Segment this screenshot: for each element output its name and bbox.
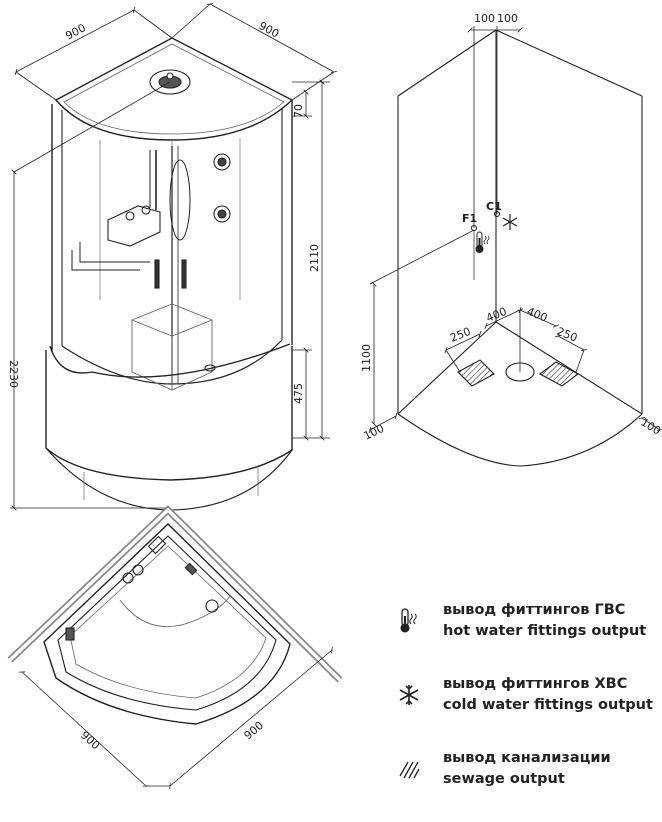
legend-hot-en: hot water fittings output: [443, 623, 647, 639]
dim-sewage-width-right: 250: [555, 325, 579, 345]
dim-roof-height: 70: [292, 104, 305, 118]
wall-corner-view: [397, 29, 643, 467]
snowflake-icon: [502, 214, 518, 230]
legend-sewage-ru: вывод канализации: [443, 750, 611, 766]
snowflake-icon: [399, 685, 419, 705]
wall-dimensions: [370, 26, 660, 430]
legend-item-sewage: вывод канализации sewage output: [398, 748, 660, 794]
legend-cold-en: cold water fittings output: [443, 697, 653, 713]
dim-fitting-height: 1100: [360, 344, 373, 372]
dim-wall-offset-2: 100: [497, 12, 518, 25]
dim-drain-offset-left: 400: [484, 305, 508, 325]
thermometer-icon: [475, 231, 490, 253]
dim-top-width-right: 900: [257, 19, 282, 40]
dim-sewage-width-left: 250: [448, 325, 472, 345]
legend: вывод фиттингов ГВС hot water fittings o…: [398, 600, 660, 822]
legend-cold-ru: вывод фиттингов ХВС: [443, 676, 628, 692]
thermometer-icon: [400, 608, 417, 633]
fitting-hot-label: F1: [462, 212, 477, 225]
technical-drawing: 900 900 2230 2110 70 475: [7, 0, 662, 800]
cabin-dimensions: [10, 4, 334, 508]
legend-item-hot: вывод фиттингов ГВС hot water fittings o…: [398, 600, 660, 646]
dim-tray-height: 475: [292, 383, 305, 404]
cabin-view: [45, 37, 294, 511]
dim-total-height: 2230: [7, 360, 20, 388]
dim-floor-offset-right: 100: [638, 416, 662, 438]
dim-wall-offset-1: 100: [474, 12, 495, 25]
dim-plan-width-left: 900: [78, 729, 102, 753]
legend-sewage-en: sewage output: [443, 771, 565, 787]
dim-floor-offset-left: 100: [362, 422, 387, 443]
dim-top-width-left: 900: [63, 21, 88, 42]
legend-hot-ru: вывод фиттингов ГВС: [443, 602, 626, 618]
fitting-cold-label: C1: [486, 200, 502, 213]
plan-view: [7, 505, 343, 725]
dim-cabin-height: 2110: [308, 244, 321, 272]
legend-item-cold: вывод фиттингов ХВС cold water fittings …: [398, 674, 660, 720]
plan-dimensions: [22, 650, 332, 786]
hatch-icon: [399, 761, 420, 779]
